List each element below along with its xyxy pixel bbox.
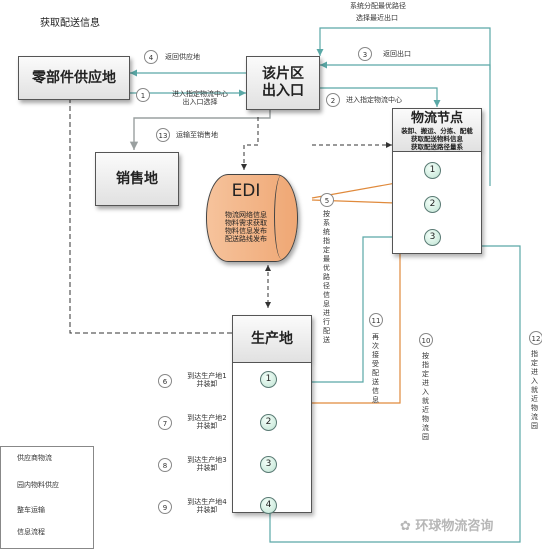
entry-exit-label: 该片区 出入口	[262, 66, 304, 99]
sales-label: 销售地	[116, 170, 158, 187]
legend: 供应商物流 园内物料供应 整车运输 信息流程	[0, 446, 94, 549]
hub-title: 物流节点	[410, 110, 463, 126]
step-7-badge: 7	[158, 416, 172, 430]
hub-node-1: 1	[424, 162, 441, 179]
legend-item-info: 信息流程	[17, 528, 45, 536]
step-6-badge: 6	[158, 374, 172, 388]
step-8-badge: 8	[158, 458, 172, 472]
edi-line-4: 配送路线发布	[225, 235, 267, 243]
entry-exit-box: 该片区 出入口	[246, 56, 320, 110]
production-node-panel	[232, 363, 312, 513]
hub-line-3: 获取配送路径量系	[411, 142, 463, 151]
production-node-4: 4	[260, 497, 277, 514]
step-8-label: 到达生产地3 并装卸	[187, 456, 227, 472]
step-11-badge: 11	[369, 313, 383, 327]
step-1-badge: 1	[136, 88, 150, 102]
supplier-box: 零部件供应地	[18, 56, 130, 100]
step-10-label: 按指定进入就近物流园	[422, 352, 429, 441]
production-label: 生产地	[251, 330, 293, 347]
route-assign-label: 系统分配最优路径	[350, 2, 406, 10]
hub-line-1: 装卸、搬运、分拣、配载	[401, 126, 473, 135]
edi-line-2: 物料需求获取	[225, 219, 267, 227]
step-10-badge: 10	[419, 333, 433, 347]
production-node-1: 1	[260, 371, 277, 388]
wechat-icon: ✿	[400, 519, 416, 534]
logistics-hub-box: 物流节点 装卸、搬运、分拣、配载 获取配送物料信息 获取配送路径量系	[392, 108, 482, 152]
step-13-badge: 13	[156, 128, 170, 142]
step-2-badge: 2	[326, 93, 340, 107]
hub-node-2: 2	[424, 196, 441, 213]
step-9-badge: 9	[158, 500, 172, 514]
step-5-badge: 5	[320, 193, 334, 207]
step-5-label: 按系统指定最优路径信息进行配送	[323, 210, 330, 344]
step-13-label: 运输至销售地	[176, 131, 218, 139]
nearest-exit-label: 选择最近出口	[356, 14, 398, 22]
legend-item-vehicle: 整车运输	[17, 506, 45, 514]
hub-line-2: 获取配送物料信息	[411, 134, 463, 143]
step-2-label: 进入指定物流中心	[346, 96, 402, 104]
edi-title: EDI	[231, 181, 261, 201]
step-7-label: 到达生产地2 并装卸	[187, 414, 227, 430]
supplier-label: 零部件供应地	[32, 69, 116, 86]
legend-item-supplier: 供应商物流	[17, 454, 52, 462]
hub-node-3: 3	[424, 229, 441, 246]
edi-line-3: 物料信息发布	[225, 227, 267, 235]
step-1-label: 进入指定物流中心 出入口选择	[172, 90, 228, 106]
step-3-label: 返回出口	[383, 50, 411, 58]
edi-line-1: 物流网络信息	[225, 211, 267, 219]
legend-item-internal: 园内物料供应	[17, 481, 59, 489]
step-4-label: 返回供应地	[165, 53, 200, 61]
production-node-3: 3	[260, 456, 277, 473]
step-12-label: 指定进入就近物流园	[531, 350, 538, 430]
step-9-label: 到达生产地4 并装卸	[187, 498, 227, 514]
watermark-text: 环球物流咨询	[415, 519, 494, 534]
sales-box: 销售地	[95, 152, 179, 206]
step-6-label: 到达生产地1 并装卸	[187, 372, 227, 388]
page-title: 获取配送信息	[40, 18, 100, 29]
production-node-2: 2	[260, 414, 277, 431]
watermark: ✿ 环球物流咨询	[400, 515, 493, 534]
step-3-badge: 3	[358, 47, 372, 61]
step-12-badge: 12	[529, 331, 542, 345]
production-box: 生产地	[232, 315, 312, 363]
edi-database: EDI 物流网络信息 物料需求获取 物料信息发布 配送路线发布	[206, 174, 298, 262]
step-11-label: 再次接受配送信息	[372, 333, 379, 404]
step-4-badge: 4	[144, 50, 158, 64]
